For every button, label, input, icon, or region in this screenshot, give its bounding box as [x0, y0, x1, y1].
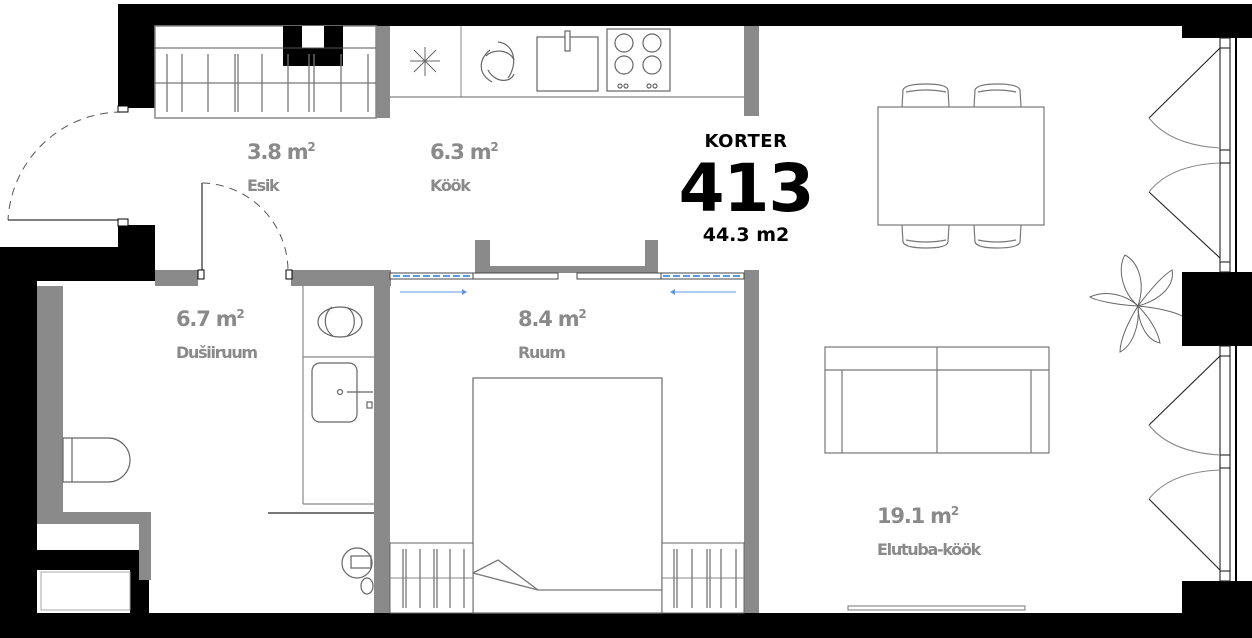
bathroom-fixtures [62, 286, 374, 595]
fridge-icon [410, 47, 440, 76]
room-name: Dušiiruum [176, 343, 258, 362]
room-name: Köök [430, 176, 471, 195]
bathroom-door-icon [197, 182, 293, 280]
sofa-icon [824, 346, 1050, 454]
apartment-number: 413 [678, 150, 815, 227]
room-area: 6.3 m2 [430, 140, 499, 164]
room-label-esik: 3.8 m2 Esik [247, 140, 316, 196]
room-label-elutuba-kook: 19.1 m2 Elutuba-köök [877, 504, 981, 560]
sink-icon [536, 30, 599, 92]
dining-table-icon [877, 83, 1045, 249]
washing-machine-icon [341, 547, 374, 595]
washbasin-icon [311, 362, 373, 423]
room-name: Elutuba-köök [877, 540, 981, 559]
apartment-total-area: 44.3 m2 [702, 224, 790, 246]
sliding-door-icon [389, 272, 745, 295]
room-label-kook: 6.3 m2 Köök [430, 140, 499, 196]
room-area: 6.7 m2 [176, 307, 245, 331]
room-name: Esik [247, 176, 280, 195]
window-door-icon [1148, 37, 1237, 582]
room-area: 8.4 m2 [518, 307, 587, 331]
toilet-icon [62, 437, 131, 483]
plant-icon [1088, 254, 1183, 353]
bedroom-wardrobe-icon [389, 542, 745, 614]
entrance-door-icon [7, 105, 129, 227]
apartment-title: KORTER 413 44.3 m2 [660, 130, 832, 246]
exterior-walls [0, 4, 1252, 638]
cooktop-icon [606, 28, 671, 92]
room-area: 19.1 m2 [877, 504, 959, 528]
room-label-dusiruum: 6.7 m2 Dušiiruum [176, 307, 258, 363]
shower-icon [317, 306, 363, 338]
wardrobe-icon [154, 25, 377, 119]
room-area: 3.8 m2 [247, 140, 316, 164]
room-label-ruum: 8.4 m2 Ruum [518, 307, 587, 363]
dishwasher-icon [480, 41, 515, 83]
apartment-kind-label: KORTER [704, 131, 788, 152]
room-name: Ruum [518, 343, 566, 362]
kitchen-counter [390, 26, 744, 98]
bed-icon [472, 377, 663, 614]
tv-stand-icon [847, 605, 1026, 611]
